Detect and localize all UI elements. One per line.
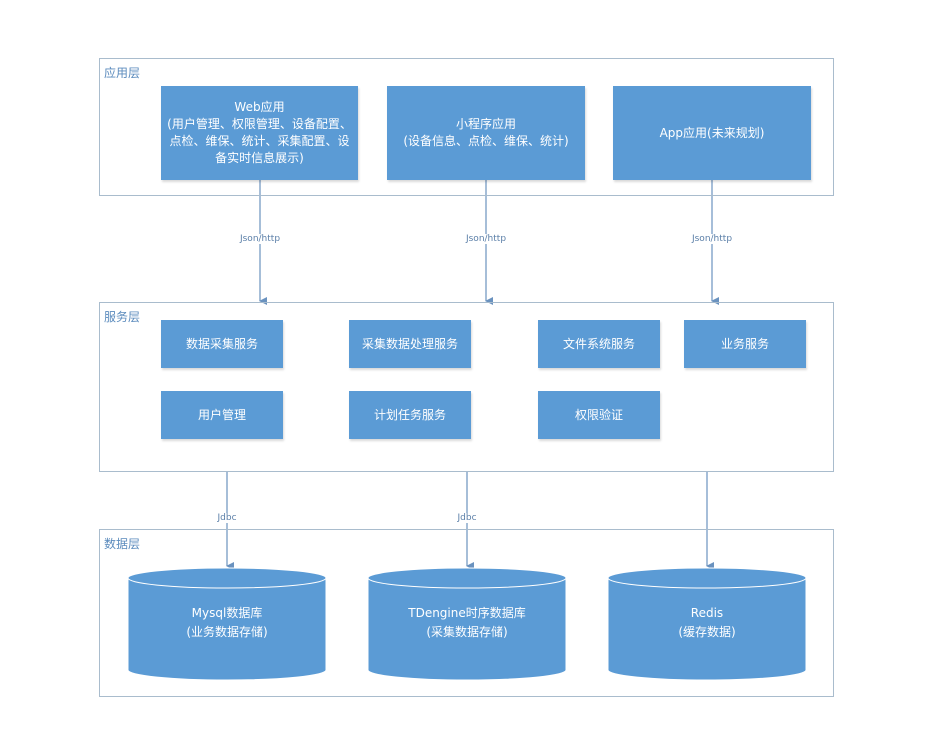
- service-box: 计划任务服务: [349, 391, 471, 439]
- connection-label: Jdbc: [455, 513, 479, 523]
- tdengine-cylinder-icon: [367, 567, 567, 681]
- mobile-app-title: App应用(未来规划): [659, 125, 765, 140]
- service-layer-label: 服务层: [104, 310, 141, 324]
- web-app-box: Web应用 (用户管理、权限管理、设备配置、点检、维保、统计、采集配置、设备实时…: [161, 86, 358, 180]
- data-layer: 数据层: [99, 529, 834, 697]
- web-app-detail: (用户管理、权限管理、设备配置、点检、维保、统计、采集配置、设备实时信息展示): [167, 117, 352, 165]
- service-box: 采集数据处理服务: [349, 320, 471, 368]
- service-box: 文件系统服务: [538, 320, 660, 368]
- app-layer-label: 应用层: [104, 66, 141, 80]
- connection-label: Jdbc: [215, 513, 239, 523]
- tdengine-db: TDengine时序数据库 (采集数据存储): [408, 604, 526, 642]
- data-layer-label: 数据层: [104, 537, 141, 551]
- db-name: Mysql数据库: [191, 606, 263, 620]
- web-app-title: Web应用: [234, 100, 285, 114]
- mysql-cylinder-icon: [127, 567, 327, 681]
- db-name: Redis: [690, 606, 724, 620]
- mysql-db: Mysql数据库 (业务数据存储): [186, 604, 267, 642]
- mini-program-detail: (设备信息、点检、维保、统计): [403, 134, 569, 148]
- redis-db: Redis (缓存数据): [678, 604, 735, 642]
- db-detail: (采集数据存储): [426, 625, 508, 639]
- connection-label: Json/http: [463, 234, 509, 244]
- connection-label: Json/http: [689, 234, 735, 244]
- mobile-app-box: App应用(未来规划): [613, 86, 811, 180]
- redis-cylinder-icon: [607, 567, 807, 681]
- db-name: TDengine时序数据库: [408, 606, 526, 620]
- app-layer: 应用层: [99, 58, 834, 196]
- service-box: 用户管理: [161, 391, 283, 439]
- service-layer: 服务层: [99, 302, 834, 472]
- db-detail: (缓存数据): [678, 625, 736, 639]
- service-box: 数据采集服务: [161, 320, 283, 368]
- service-box: 业务服务: [684, 320, 806, 368]
- mini-program-title: 小程序应用: [455, 117, 516, 131]
- db-detail: (业务数据存储): [186, 625, 268, 639]
- connection-label: Json/http: [237, 234, 283, 244]
- service-box: 权限验证: [538, 391, 660, 439]
- mini-program-box: 小程序应用 (设备信息、点检、维保、统计): [387, 86, 585, 180]
